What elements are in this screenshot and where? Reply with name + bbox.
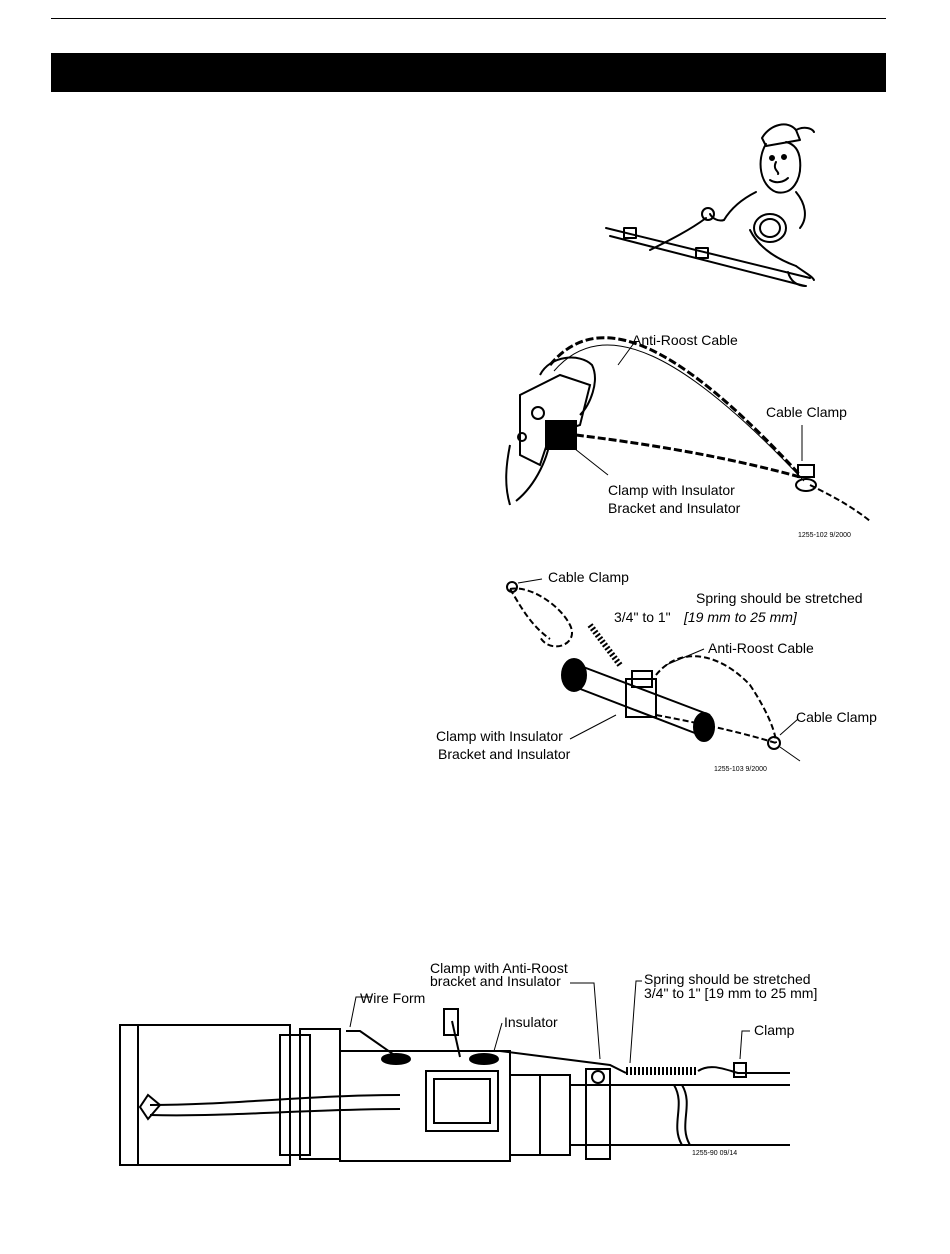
- clamp-label-line1: Clamp with Insulator: [608, 482, 735, 498]
- cable-clamp-top-label: Cable Clamp: [548, 569, 629, 585]
- cable-clamp-right-label: Cable Clamp: [796, 709, 877, 725]
- figure-code: 1255-102 9/2000: [798, 532, 851, 539]
- insulator-label: Insulator: [504, 1014, 558, 1030]
- spring-label-line2b: [19 mm to 25 mm]: [683, 609, 798, 625]
- anti-roost-cable-label: Anti-Roost Cable: [708, 640, 814, 656]
- clamp-label-line1: Clamp with Insulator: [436, 728, 563, 744]
- figure-switch-assembly: Clamp with Anti-Roost bracket and Insula…: [119, 960, 817, 1166]
- clamp-anti-roost-line2: bracket and Insulator: [430, 973, 561, 989]
- figure-anti-roost-spring: Cable Clamp Spring should be stretched 3…: [436, 569, 877, 773]
- spring-label-line1: Spring should be stretched: [644, 971, 811, 987]
- figure-code: 1255-103 9/2000: [714, 766, 767, 773]
- wire-form-label: Wire Form: [360, 990, 425, 1006]
- worker-illustration: [605, 123, 815, 287]
- spring-label-line2: 3/4" to 1" [19 mm to 25 mm]: [644, 985, 817, 1001]
- figure-code: 1255-90 09/14: [692, 1150, 737, 1157]
- figure-anti-roost-pole: Anti-Roost Cable Cable Clamp Clamp with …: [505, 332, 871, 539]
- anti-roost-cable-label: Anti-Roost Cable: [632, 332, 738, 348]
- top-rule: [51, 18, 886, 19]
- section-title-bar: [51, 53, 886, 92]
- clamp-label-line2: Bracket and Insulator: [608, 500, 741, 516]
- clamp-label: Clamp: [754, 1022, 795, 1038]
- clamp-label-line2: Bracket and Insulator: [438, 746, 571, 762]
- spring-label-line1: Spring should be stretched: [696, 590, 863, 606]
- spring-label-line2a: 3/4" to 1": [614, 609, 671, 625]
- cable-clamp-label: Cable Clamp: [766, 404, 847, 420]
- clamp-anti-roost-line1: Clamp with Anti-Roost: [430, 960, 568, 976]
